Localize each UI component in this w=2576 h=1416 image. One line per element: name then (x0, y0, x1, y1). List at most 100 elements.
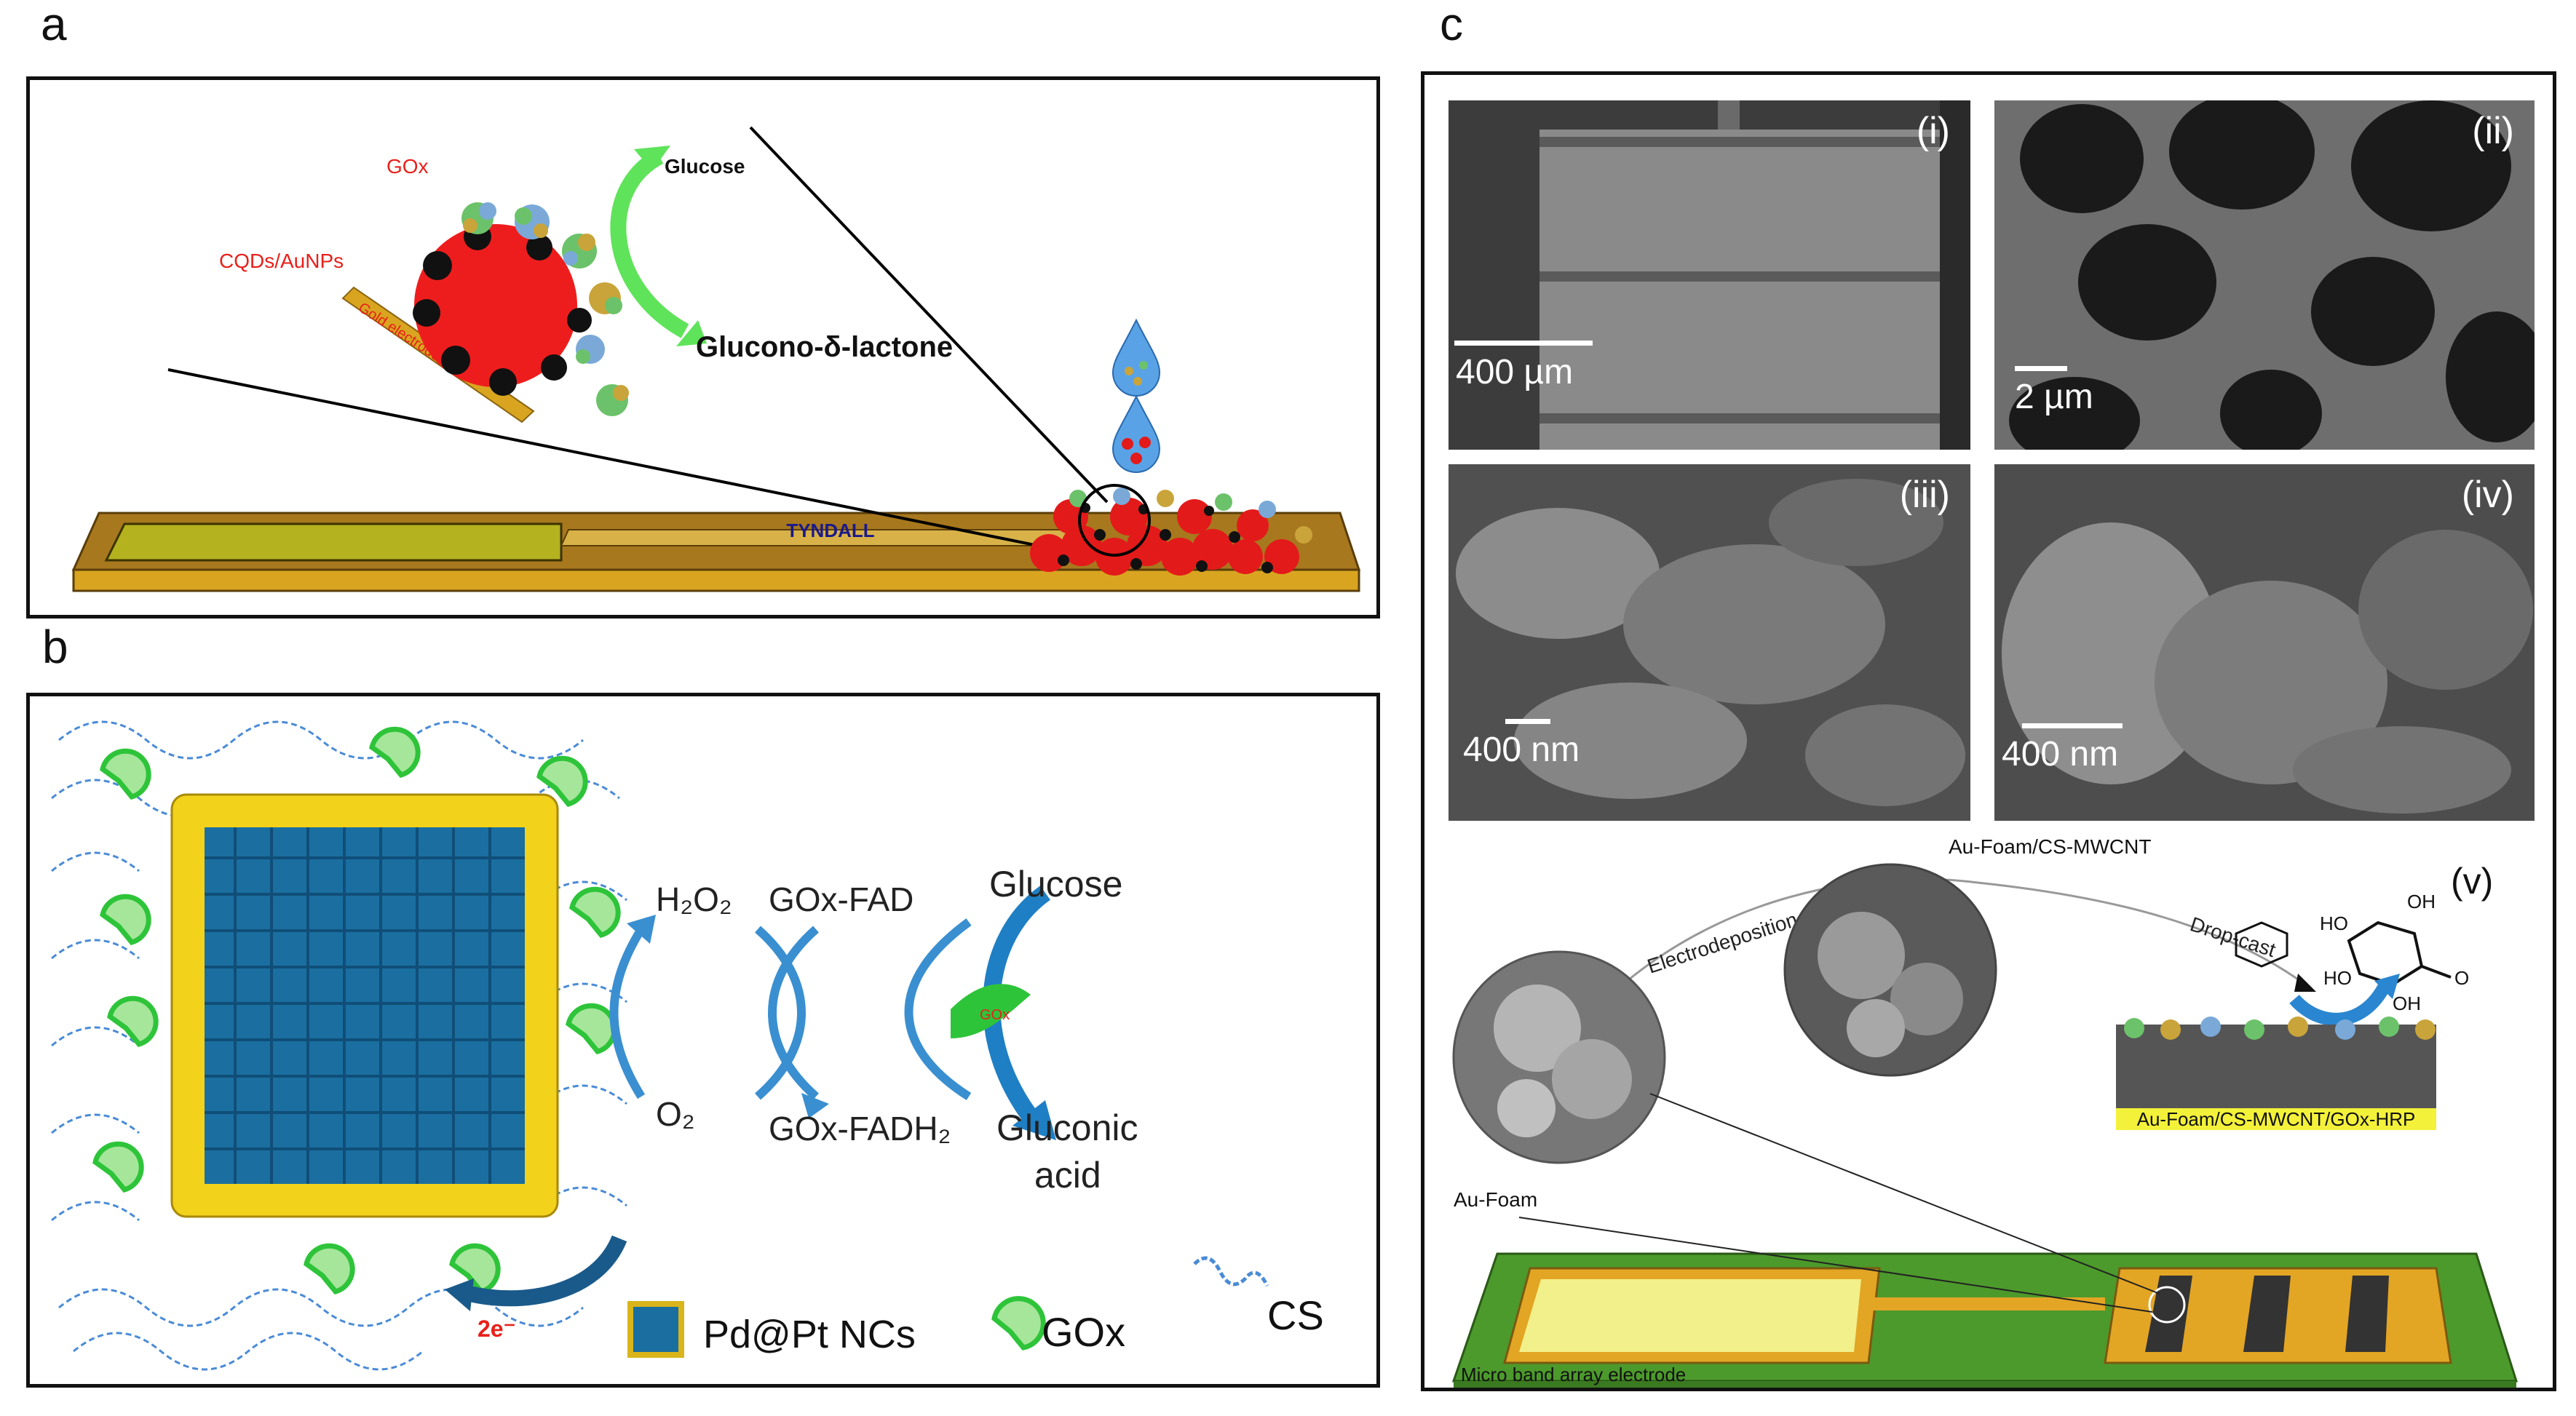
sem-iii-scale-label: 400 nm (1463, 731, 1580, 769)
product-label: Glucono-δ-lactone (696, 331, 953, 363)
brand-text: TYNDALL (786, 520, 874, 541)
panel-a: TYNDALL (26, 76, 1380, 618)
gox-enzyme-center (951, 984, 1031, 1038)
molecule-oh-1: OH (2407, 891, 2436, 912)
sem-i-drawing (1539, 100, 1970, 450)
gox-label: GOx (387, 155, 429, 178)
sem-iii-drawing (1448, 464, 1970, 821)
h2o2-arrow-head (627, 915, 656, 944)
droplet-upper (1111, 318, 1161, 397)
electron-label: 2e⁻ (477, 1316, 515, 1342)
h2o2-arrow (609, 926, 646, 1099)
panel-b-illustration: 2e⁻ GOx H₂O₂ O₂ GOx-FAD GOx-FADH₂ Glucos… (51, 720, 1324, 1371)
reaction-arrow (610, 149, 689, 338)
enzyme-center-label: GOx (980, 1007, 1010, 1023)
legend-cs-label: CS (1267, 1292, 1324, 1338)
reaction-arrow-tail (634, 146, 670, 171)
au-foam-cs-label: Au-Foam/CS-MWCNT (1949, 839, 2151, 858)
nanoparticle-pile (1030, 488, 1312, 576)
glucose-molecule (2235, 921, 2288, 968)
gluconic-label-2: acid (1034, 1155, 1101, 1196)
droplet-lower (1111, 394, 1161, 473)
sem-iii-scalebar (1505, 719, 1550, 724)
band-zoom-circle (2148, 1286, 2186, 1324)
gox-enzymes (92, 726, 621, 1295)
cqds-aunps-label: CQDs/AuNPs (219, 250, 344, 272)
legend-gox-swatch (991, 1296, 1046, 1351)
conversion-arrow-head (2374, 974, 2400, 999)
core-texture (205, 827, 525, 1184)
electron-arrow (464, 1235, 627, 1307)
sem-ii-tag: (ii) (2472, 110, 2514, 152)
fad-arrow-right (768, 926, 819, 1100)
gox-clusters (461, 202, 629, 416)
gluconolactone-molecule (2347, 920, 2452, 987)
connection-track (1865, 1297, 2105, 1310)
panel-b: 2e⁻ GOx H₂O₂ O₂ GOx-FAD GOx-FADH₂ Glucos… (26, 693, 1380, 1388)
panel-c-v-schematic: (v) Electrodeposition Drop-cast Au-Foam … (1451, 839, 2518, 1388)
reaction-arrow-head (676, 320, 707, 346)
fad-arrow-left (755, 926, 806, 1100)
legend-cs-swatch (1193, 1256, 1269, 1287)
glucose-arrow-left (904, 918, 972, 1101)
glucose-label: Glucose (665, 155, 745, 178)
legend-nc-label: Pd@Pt NCs (703, 1313, 916, 1356)
o2-label: O₂ (656, 1095, 695, 1133)
panel-a-illustration: TYNDALL (71, 126, 1361, 592)
molecule-ho-1: HO (2320, 912, 2348, 934)
zoom-line-upper (749, 126, 1109, 504)
panel-label-c: c (1440, 0, 1463, 50)
molecule-o: O (2454, 967, 2469, 989)
sem-image-ii: (ii) 2 µm (1994, 100, 2535, 450)
layer-label-strip (2116, 1108, 2436, 1130)
sem-ii-drawing (1994, 100, 2535, 450)
zoom-line-lower (167, 368, 1075, 554)
electrode-name-label: Micro band array electrode (1461, 1364, 1686, 1385)
sem-i-scalebar (1454, 341, 1593, 346)
au-foam-label: Au-Foam (1454, 1188, 1537, 1211)
v-tag: (v) (2451, 861, 2493, 902)
legend-nc-swatch (627, 1301, 684, 1358)
zoom-line-1 (1518, 1217, 2153, 1313)
legend: Pd@Pt NCs GOx CS (627, 1256, 1324, 1358)
sem-image-i: (i) 400 µm (1448, 100, 1970, 450)
sem-image-iii: (iii) 400 nm (1448, 464, 1970, 821)
electron-arrow-head (445, 1278, 474, 1311)
panel-c: (i) 400 µm (ii) 2 µm (1421, 71, 2556, 1391)
h2o2-label: H₂O₂ (656, 880, 732, 918)
sem-i-scale-label: 400 µm (1456, 353, 1574, 391)
contact-pad (104, 522, 563, 562)
sem-ii-scale-label: 2 µm (2015, 378, 2093, 416)
fad-arrow-head (801, 1093, 829, 1118)
molecule-ho-2: HO (2323, 967, 2352, 989)
layer-enzymes (2124, 1017, 2436, 1040)
zoom-line-2 (1649, 1093, 2160, 1294)
contact-pad-fill (1519, 1279, 1861, 1352)
sem-iv-scalebar (2022, 723, 2123, 728)
sem-ii-scalebar (2015, 366, 2067, 371)
process-arc-head (2294, 974, 2316, 992)
sem-iv-scale-label: 400 nm (2002, 735, 2119, 773)
pd-core (205, 827, 525, 1184)
process-arc (1605, 878, 2306, 1001)
gox-fadh2-label: GOx-FADH₂ (769, 1110, 951, 1147)
molecule-oh-2: OH (2393, 993, 2421, 1014)
glucose-arrow-head (1012, 1100, 1056, 1140)
gox-fad-label: GOx-FAD (769, 880, 914, 918)
glucose-label-b: Glucose (989, 864, 1122, 904)
sem-image-iv: (iv) 400 nm (1994, 464, 2535, 821)
zoom-circle (1078, 484, 1151, 557)
sensor-strip-edge (72, 568, 1360, 592)
electrodeposition-label: Electrodeposition (1644, 908, 1800, 978)
sem-iii-tag: (iii) (1899, 474, 1950, 516)
sem-i-tag: (i) (1916, 110, 1950, 152)
legend-gox-label: GOx (1042, 1309, 1125, 1355)
conversion-arrow (2289, 981, 2392, 1026)
gluconic-label-1: Gluconic (996, 1107, 1138, 1148)
band-3 (2345, 1276, 2389, 1352)
panel-label-b: b (42, 621, 68, 673)
sem-iv-drawing (1994, 464, 2535, 821)
sem-iv-tag: (iv) (2461, 474, 2514, 516)
final-layer-label: Au-Foam/CS-MWCNT/GOx-HRP (2137, 1108, 2416, 1130)
